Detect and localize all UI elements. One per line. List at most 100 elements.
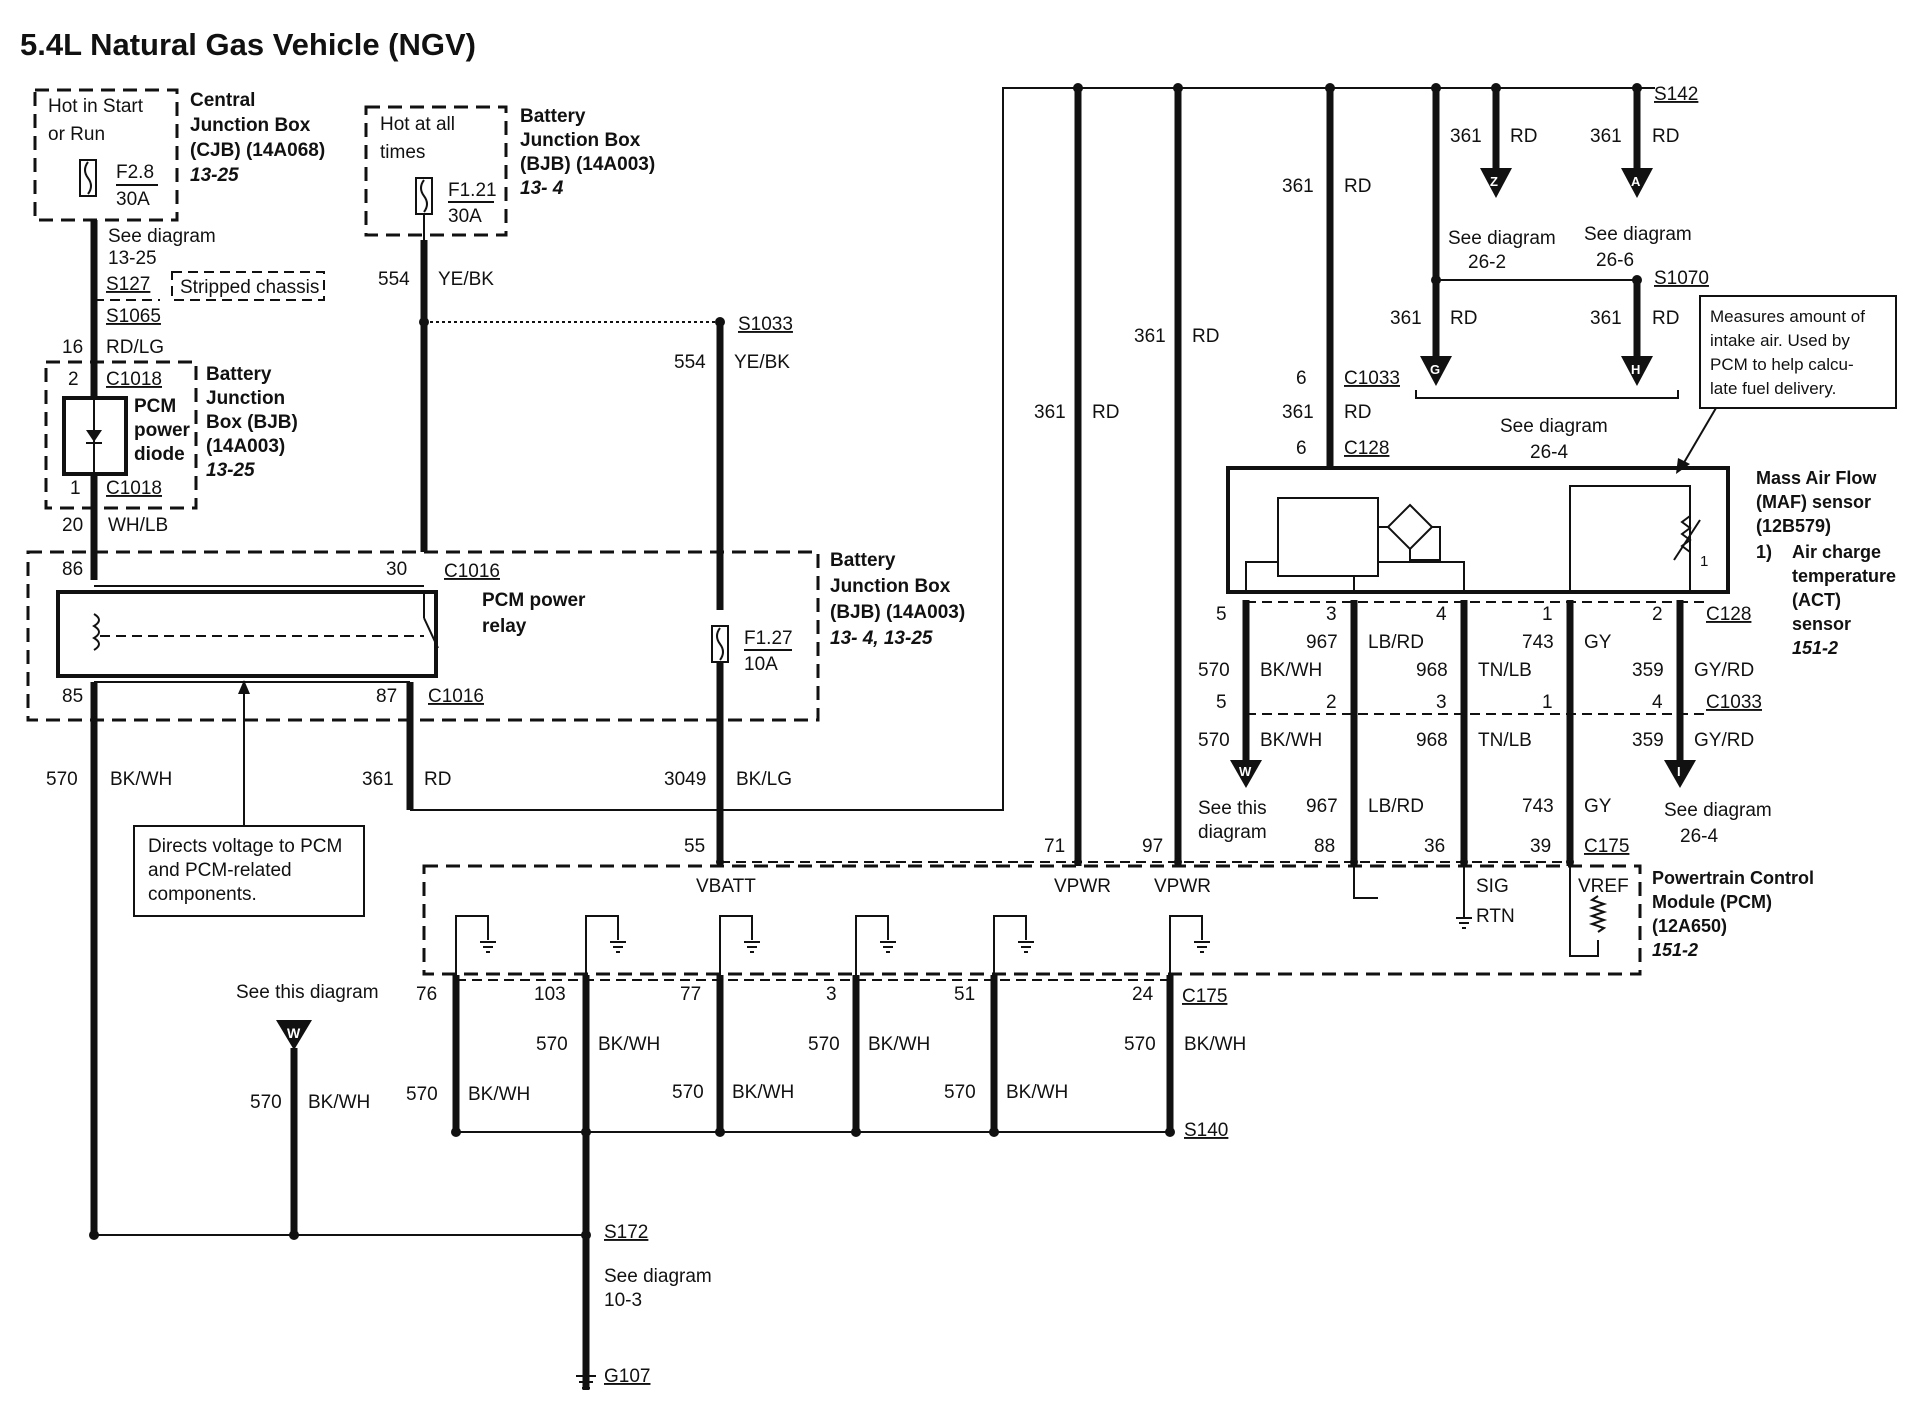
- relay-pin-86: 86: [62, 559, 83, 580]
- maf-see-this-1: See this: [1198, 798, 1267, 819]
- pcm-c175: C175: [1584, 836, 1629, 857]
- pcm-pin-88: 88: [1314, 836, 1335, 857]
- pcm-power-diode-box: 2 C1018 PCM power diode 1 C1018 Battery …: [44, 355, 298, 510]
- see-i-ref: 26-4: [1680, 826, 1718, 847]
- pcm-power-relay-box: 86 30 C1016 PCM power relay 85 87 C1016 …: [26, 550, 965, 722]
- page-title: 5.4L Natural Gas Vehicle (NGV): [20, 27, 476, 62]
- note-pointer: [1681, 407, 1717, 467]
- diode-bjb-name-4: (14A003): [206, 436, 285, 457]
- connector-w-label: W: [1239, 764, 1252, 779]
- connector-a-label: A: [1631, 174, 1641, 189]
- act-name-2: temperature: [1792, 566, 1896, 586]
- pcm-ground-1: [455, 915, 489, 975]
- w968-num: 968: [1416, 660, 1448, 681]
- splice-dot: [989, 1127, 999, 1137]
- gnd-pin-77: 77: [680, 984, 701, 1005]
- see-z: See diagram: [1448, 228, 1556, 249]
- a-wire-color: RD: [1652, 126, 1679, 147]
- splice-dot: [451, 1127, 461, 1137]
- bjb-top-name-2: Junction Box: [520, 130, 641, 151]
- pcm-pin-71: 71: [1044, 836, 1065, 857]
- w968b-num: 968: [1416, 730, 1448, 751]
- battery-junction-box-top: Hot at all times F1.21 30A Battery Junct…: [364, 105, 655, 237]
- connector-i-label: I: [1677, 764, 1681, 779]
- tr-c128: C128: [1344, 438, 1389, 459]
- gnd-77-color: BK/WH: [732, 1082, 794, 1103]
- gnd-pin-103: 103: [534, 984, 566, 1005]
- relay-note-1: Directs voltage to PCM: [148, 836, 342, 857]
- pcm-ground-2: [585, 915, 619, 975]
- bjb-top-hot-1: Hot at all: [380, 114, 455, 135]
- wire-570-num: 570: [46, 769, 78, 790]
- relay-fuse-amps: 10A: [744, 654, 778, 675]
- pcm-name-3: (12A650): [1652, 916, 1727, 936]
- connector-h-icon: [1621, 356, 1653, 386]
- g-wire-num: 361: [1390, 308, 1422, 329]
- pcm-name-2: Module (PCM): [1652, 892, 1772, 912]
- fuse-element-icon: [84, 161, 92, 195]
- w570b-num: 570: [1198, 730, 1230, 751]
- wire-3049-num: 3049: [664, 769, 706, 790]
- splice-dot: [715, 1127, 725, 1137]
- relay-dashed-box: [26, 550, 820, 722]
- w-wire-num: 570: [250, 1092, 282, 1113]
- splice-dot: [1165, 1127, 1175, 1137]
- cjb-name-1: Central: [190, 90, 255, 111]
- splice-dot: [851, 1127, 861, 1137]
- c128-pin-2: 2: [1652, 604, 1663, 625]
- ground-g107-icon: [576, 1375, 596, 1389]
- w570b-color: BK/WH: [1260, 730, 1322, 751]
- relay-switch-icon: [423, 617, 439, 649]
- splice-dot: [1431, 275, 1441, 285]
- pcm-vref-line: [1569, 866, 1599, 957]
- stripped-chassis-label: Stripped chassis: [180, 277, 319, 298]
- vpwr-wire-b-num: 361: [1134, 326, 1166, 347]
- pcm-ground-5: [993, 915, 1027, 975]
- w967-num: 967: [1306, 632, 1338, 653]
- fuse-element-icon: [716, 627, 724, 661]
- relay-note-2: and PCM-related: [148, 860, 292, 881]
- splice-dot: [289, 1230, 299, 1240]
- diode-pin-2: 2: [68, 369, 79, 390]
- relay-note-box: [133, 825, 365, 917]
- act-ref: 151-2: [1792, 638, 1838, 658]
- pin-dot: [1350, 858, 1358, 866]
- gnd-24-num: 570: [1124, 1034, 1156, 1055]
- w967b-num: 967: [1306, 796, 1338, 817]
- see-gh-ref: 26-4: [1530, 442, 1568, 463]
- maf-note-box: [1699, 295, 1897, 409]
- gnd-77-num: 570: [672, 1082, 704, 1103]
- diode-pin-1: 1: [70, 478, 81, 499]
- c128-pin-5: 5: [1216, 604, 1227, 625]
- diode-conn-top: C1018: [106, 369, 162, 390]
- pin-dot: [1460, 858, 1468, 866]
- pcm-sig: SIG: [1476, 876, 1509, 897]
- pcm-rtn: RTN: [1476, 906, 1515, 927]
- gnd-51-color: BK/WH: [1006, 1082, 1068, 1103]
- pcm-vpwr-97: VPWR: [1154, 876, 1211, 897]
- maf-wire-5: [1245, 561, 1278, 592]
- vpwr-wire-a-color: RD: [1092, 402, 1119, 423]
- pin-dot: [1074, 858, 1082, 866]
- tr-pin6-c1033: 6: [1296, 368, 1307, 389]
- connector-g-icon: [1420, 356, 1452, 386]
- pcm-pin-39: 39: [1530, 836, 1551, 857]
- maf-sensor: 1 Mass Air Flow (MAF) sensor (12B579) 1)…: [1226, 466, 1896, 658]
- see-z-ref: 26-2: [1468, 252, 1506, 273]
- see-a-ref: 26-6: [1596, 250, 1634, 271]
- c1033-pin-1: 1: [1542, 692, 1553, 713]
- pin-dot: [1566, 858, 1574, 866]
- gnd-3-color: BK/WH: [868, 1034, 930, 1055]
- vpwr-wire-b-color: RD: [1192, 326, 1219, 347]
- diode-bjb-ref: 13-25: [206, 460, 255, 481]
- w359b-color: GY/RD: [1694, 730, 1754, 751]
- act-name-1: Air charge: [1792, 542, 1881, 562]
- maf-name-2: (MAF) sensor: [1756, 492, 1871, 512]
- act-num: 1): [1756, 542, 1772, 562]
- pcm-ground-6: [1169, 915, 1203, 975]
- gnd-103-num: 570: [536, 1034, 568, 1055]
- relay-coil-icon: [92, 613, 100, 651]
- connector-w-icon: [1230, 760, 1262, 788]
- maf-sensor-box: [1226, 466, 1730, 594]
- relay-pin-87: 87: [376, 686, 397, 707]
